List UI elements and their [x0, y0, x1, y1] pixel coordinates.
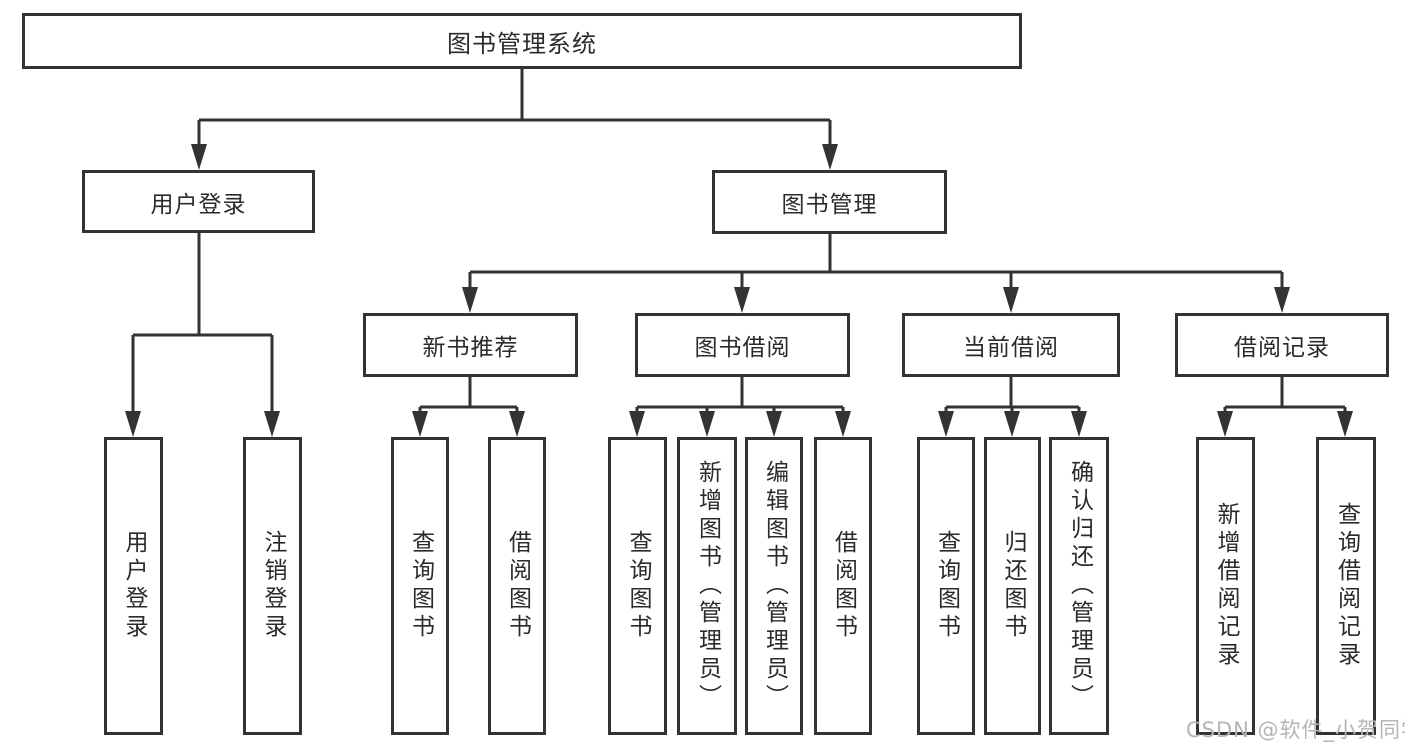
leaf-query-book-borrow: 查询图书 [608, 437, 667, 735]
leaf-query-book-recommend-label: 查询图书 [407, 530, 434, 642]
leaf-borrow-book-label: 借阅图书 [830, 530, 857, 642]
node-book-borrow-label: 图书借阅 [694, 335, 791, 361]
node-borrow-records-label: 借阅记录 [1234, 335, 1330, 361]
leaf-query-borrow-record: 查询借阅记录 [1316, 437, 1376, 735]
leaf-borrow-book-recommend-label: 借阅图书 [504, 530, 531, 642]
leaf-add-borrow-record-label: 新增借阅记录 [1213, 502, 1239, 670]
leaf-logout-login-label: 注销登录 [260, 530, 286, 642]
node-current-borrow-label: 当前借阅 [963, 335, 1059, 361]
leaf-user-login-label: 用户登录 [121, 530, 147, 642]
leaf-query-book-borrow-label: 查询图书 [625, 530, 651, 642]
node-user-login-label: 用户登录 [150, 191, 247, 218]
leaf-add-book-admin-label: 新增图书（管理员） [694, 460, 721, 712]
node-new-book-recommend-label: 新书推荐 [422, 335, 519, 361]
csdn-watermark: CSDN @软件_小贺同学 [1186, 718, 1405, 742]
node-system: 图书管理系统 [22, 13, 1022, 69]
node-book-management: 图书管理 [712, 170, 947, 234]
node-book-management-label: 图书管理 [781, 192, 878, 218]
leaf-query-book-recommend: 查询图书 [391, 437, 449, 735]
leaf-edit-book-admin: 编辑图书（管理员） [745, 437, 803, 735]
leaf-confirm-return-admin: 确认归还（管理员） [1049, 437, 1109, 735]
node-borrow-records: 借阅记录 [1175, 313, 1389, 377]
node-new-book-recommend: 新书推荐 [363, 313, 578, 377]
node-current-borrow: 当前借阅 [902, 313, 1120, 377]
leaf-user-login: 用户登录 [104, 437, 163, 735]
leaf-edit-book-admin-label: 编辑图书（管理员） [761, 460, 788, 712]
node-book-borrow: 图书借阅 [635, 313, 850, 377]
leaf-confirm-return-admin-label: 确认归还（管理员） [1066, 460, 1093, 712]
leaf-return-book-label: 归还图书 [1000, 530, 1026, 642]
leaf-borrow-book: 借阅图书 [814, 437, 872, 735]
leaf-logout-login: 注销登录 [243, 437, 302, 735]
leaf-query-borrow-record-label: 查询借阅记录 [1333, 502, 1360, 670]
arrowheads [125, 144, 1353, 437]
leaf-return-book: 归还图书 [984, 437, 1041, 735]
leaf-query-book-current-label: 查询图书 [933, 530, 960, 642]
leaf-borrow-book-recommend: 借阅图书 [488, 437, 546, 735]
leaf-add-borrow-record: 新增借阅记录 [1196, 437, 1255, 735]
node-user-login: 用户登录 [82, 170, 315, 233]
leaf-add-book-admin: 新增图书（管理员） [677, 437, 737, 735]
leaf-query-book-current: 查询图书 [917, 437, 975, 735]
node-system-label: 图书管理系统 [447, 29, 597, 58]
